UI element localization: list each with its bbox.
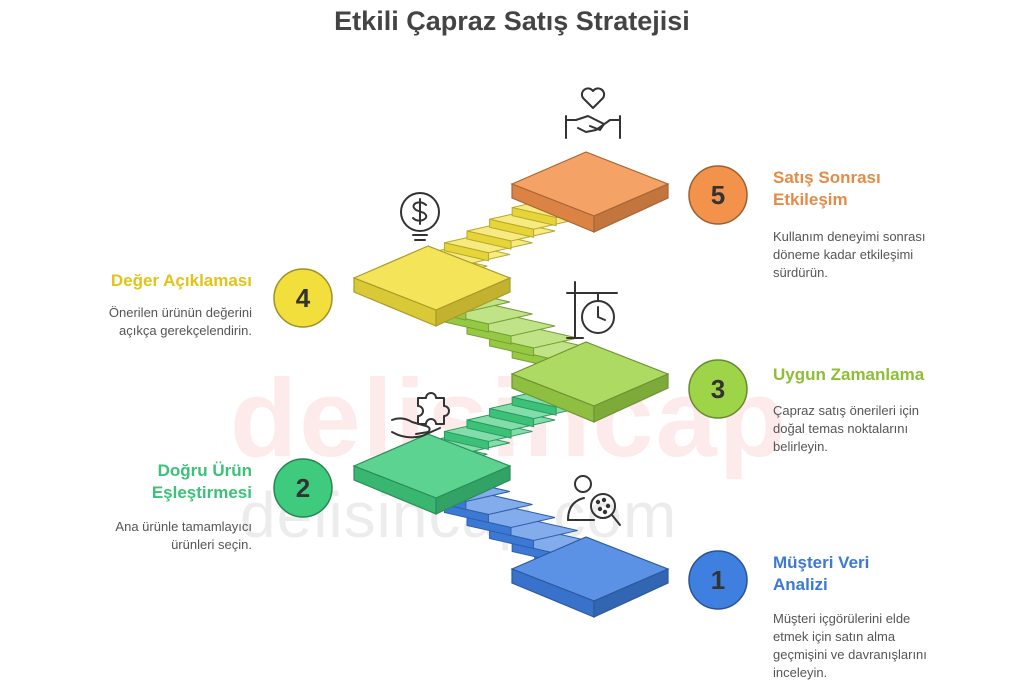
person-search-icon <box>567 475 621 526</box>
step-description-line: açıkça gerekçelendirin. <box>119 323 252 338</box>
stair-riser <box>466 325 512 345</box>
stair-riser <box>489 218 535 238</box>
step-title-line: Doğru Ürün <box>157 461 252 480</box>
platform-step-5 <box>510 151 670 233</box>
step-description-line: inceleyin. <box>773 665 828 680</box>
step-description-line: belirleyin. <box>773 439 828 454</box>
platform-side-right <box>593 183 669 233</box>
dollar-bulb-icon <box>400 192 440 241</box>
step-description-line: ürünleri seçin. <box>171 537 252 552</box>
step-number: 1 <box>711 565 725 595</box>
platform-step-3 <box>510 341 670 423</box>
platform-side-right <box>593 568 669 618</box>
step-description-line: Kullanım deneyimi sonrası <box>773 229 926 244</box>
page-title: Etkili Çapraz Satış Stratejisi <box>334 6 690 36</box>
step-description-line: Ana ürünle tamamlayıcı <box>115 519 252 534</box>
stair-riser <box>489 407 535 428</box>
step-title-line: Satış Sonrası <box>773 168 881 187</box>
step-description-line: Müşteri içgörülerini elde <box>773 611 911 626</box>
step-description-line: sürdürün. <box>773 265 828 280</box>
stair-riser <box>466 230 512 250</box>
platform-side-right <box>593 373 669 423</box>
stair-riser <box>466 419 512 439</box>
step-title-line: Analizi <box>773 575 828 594</box>
step-title-line: Değer Açıklaması <box>110 271 252 290</box>
step-description-line: döneme kadar etkileşimi <box>773 247 914 262</box>
stair-riser <box>443 242 489 262</box>
step-3-title: Uygun Zamanlama <box>773 364 924 386</box>
stair-riser <box>443 430 489 451</box>
stair-riser <box>511 206 557 227</box>
step-1-description: Müşteri içgörülerini elde etmek için satı… <box>773 610 927 682</box>
stair-riser <box>511 396 557 416</box>
platform-step-4 <box>352 245 512 327</box>
step-title-line: Müşteri Veri <box>773 553 870 572</box>
step-title-line: Uygun Zamanlama <box>773 365 925 384</box>
step-number-circle-4: 4 <box>273 268 333 328</box>
stair-riser <box>489 529 535 550</box>
step-number-circle-1: 1 <box>688 550 748 610</box>
step-number: 3 <box>711 374 725 404</box>
stair-riser <box>466 516 512 537</box>
step-number-circle-2: 2 <box>273 458 333 518</box>
step-number: 4 <box>296 283 311 313</box>
platform-step-1 <box>510 536 670 618</box>
step-description-line: Önerilen ürünün değerini <box>108 305 252 320</box>
clock-sign-icon <box>566 281 618 339</box>
step-3-description: Çapraz satış önerileri için doğal temas n… <box>773 402 919 456</box>
puzzle-hand-icon <box>391 392 450 439</box>
step-title-line: Etkileşim <box>773 190 848 209</box>
heart-handshake-icon <box>565 87 621 139</box>
step-number-circle-3: 3 <box>688 359 748 419</box>
step-2-description: Ana ürünle tamamlayıcı ürünleri seçin. <box>115 518 252 554</box>
step-number: 5 <box>711 180 725 210</box>
step-description-line: etmek için satın alma <box>773 629 896 644</box>
step-title-line: Eşleştirmesi <box>151 483 252 502</box>
platform-side-right <box>435 465 511 515</box>
step-number-circle-5: 5 <box>688 165 748 225</box>
stair-riser <box>489 337 535 357</box>
step-description-line: Çapraz satış önerileri için <box>773 403 919 418</box>
step-description-line: doğal temas noktalarını <box>773 421 909 436</box>
step-4-title: Değer Açıklaması <box>111 270 252 292</box>
platform-side-right <box>435 277 511 327</box>
step-number: 2 <box>296 473 310 503</box>
step-description-line: geçmişini ve davranışlarını <box>773 647 927 662</box>
platform-step-2 <box>352 433 512 515</box>
step-5-description: Kullanım deneyimi sonrası döneme kadar et… <box>773 228 925 282</box>
step-4-description: Önerilen ürünün değerini açıkça gerekçele… <box>109 304 252 340</box>
